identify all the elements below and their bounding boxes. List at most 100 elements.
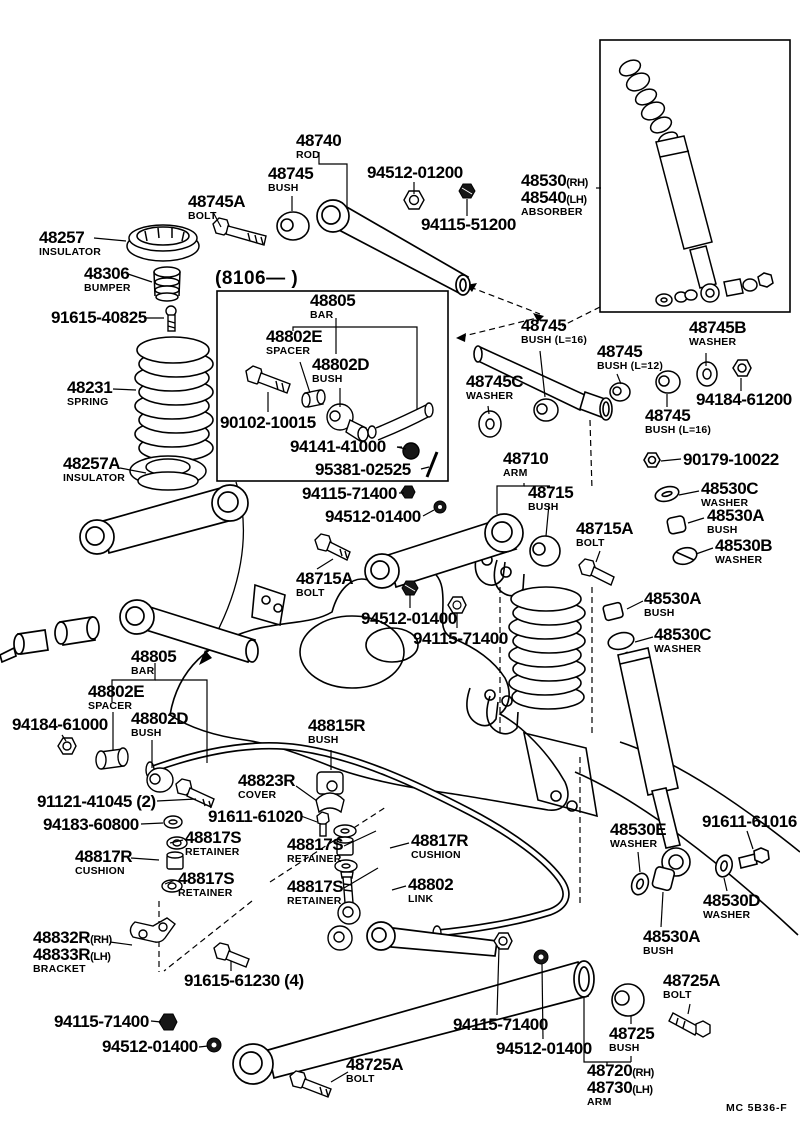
part-label-94512-01400-d: 94512-01400 bbox=[496, 1039, 592, 1058]
bushes-washers-48745-drawing bbox=[478, 359, 752, 438]
bolt-91615-40825-drawing bbox=[165, 305, 177, 332]
part-label-48832R-48833R: 48832R(RH) 48833R(LH) BRACKET bbox=[33, 928, 112, 975]
arm-48710-drawing bbox=[364, 513, 524, 589]
part-label-90179-10022: 90179-10022 bbox=[683, 450, 779, 469]
production-range-note: (8106— ) bbox=[215, 268, 299, 289]
part-label-94141-41000: 94141-41000 bbox=[290, 437, 386, 456]
bolt-48715A-left-drawing bbox=[314, 533, 351, 561]
part-label-94115-71400-b: 94115-71400 bbox=[413, 629, 508, 648]
part-label-94183-60800: 94183-60800 bbox=[43, 815, 139, 834]
bolt-48715A-right-drawing bbox=[578, 558, 615, 586]
bush-48725-drawing bbox=[611, 983, 645, 1017]
part-label-94184-61000: 94184-61000 bbox=[12, 715, 108, 734]
link-48802-hardware-drawing bbox=[315, 771, 361, 951]
part-label-48530-48540: 48530(RH) 48540(LH) ABSORBER bbox=[521, 171, 588, 218]
bumper-48306-drawing bbox=[153, 266, 181, 302]
part-label-91615-61230: 91615-61230 (4) bbox=[184, 971, 304, 990]
insulator-48257-drawing bbox=[126, 224, 200, 262]
arm-lower-left-drawing bbox=[0, 599, 259, 664]
arm-upper-left-drawing bbox=[79, 484, 249, 555]
bolt-48745A-drawing bbox=[212, 217, 267, 246]
bush-48745-top-drawing bbox=[276, 211, 310, 241]
part-label-91615-40825: 91615-40825 bbox=[51, 308, 147, 327]
bush-48715-drawing bbox=[529, 535, 561, 567]
part-label-94512-01400-b: 94512-01400 bbox=[361, 609, 457, 628]
insulator-48257A-drawing bbox=[129, 455, 207, 491]
part-label-48720-48730: 48720(RH) 48730(LH) ARM bbox=[587, 1061, 654, 1108]
nut-94512-01200-drawing bbox=[403, 190, 425, 210]
shock-absorber-boxed-drawing bbox=[618, 59, 774, 307]
part-label-94115-71400-d: 94115-71400 bbox=[453, 1015, 548, 1034]
part-label-94115-51200: 94115-51200 bbox=[421, 215, 516, 234]
part-label-94115-71400-c: 94115-71400 bbox=[54, 1012, 149, 1031]
part-label-91611-61016: 91611-61016 bbox=[702, 812, 797, 831]
part-label-94512-01200: 94512-01200 bbox=[367, 163, 463, 182]
part-label-94512-01400-c: 94512-01400 bbox=[102, 1037, 198, 1056]
rod-48745-middle-drawing bbox=[473, 345, 613, 421]
nut-94115-51200-drawing bbox=[458, 183, 476, 199]
part-label-91611-61020: 91611-61020 bbox=[208, 807, 303, 826]
bottom-bolts-nuts-drawing bbox=[158, 932, 711, 1098]
box-8106-parts-drawing bbox=[245, 365, 439, 478]
rod-48740-drawing bbox=[316, 199, 471, 296]
part-label-95381-02525: 95381-02525 bbox=[315, 460, 411, 479]
arm-48720-drawing bbox=[232, 921, 595, 1085]
part-label-91121-41045: 91121-41045 (2) bbox=[37, 792, 156, 811]
shock-absorber-main-drawing bbox=[602, 452, 770, 896]
bar-left-hardware-drawing bbox=[57, 737, 250, 968]
coil-spring-48231-drawing bbox=[134, 336, 214, 462]
part-label-94184-61200: 94184-61200 bbox=[696, 390, 792, 409]
part-label-90102-10015: 90102-10015 bbox=[220, 413, 316, 432]
coil-spring-center-drawing bbox=[508, 586, 586, 710]
leader-lines bbox=[61, 152, 754, 1083]
page-code: MC 5B36-F bbox=[726, 1102, 788, 1114]
part-label-94115-71400-a: 94115-71400 bbox=[302, 484, 397, 503]
nuts-center-drawing bbox=[400, 485, 467, 614]
part-label-94512-01400-a: 94512-01400 bbox=[325, 507, 421, 526]
